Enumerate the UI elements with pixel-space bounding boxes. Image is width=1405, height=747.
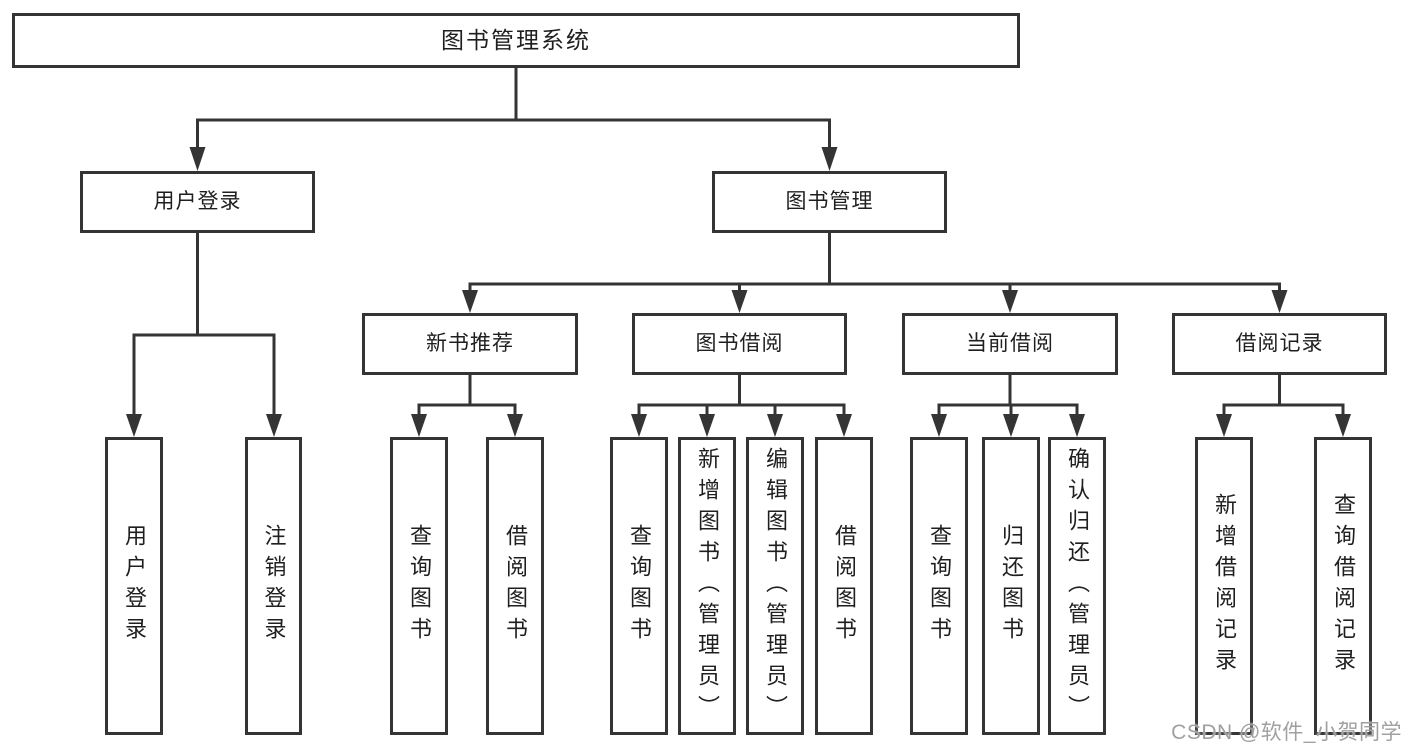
leaf-edit-books-admin: 编辑图书（管理员）: [746, 437, 804, 735]
leaf-return-books: 归还图书: [982, 437, 1040, 735]
leaf-logout: 注销登录: [245, 437, 302, 735]
leaf-query-books-recommend: 查询图书: [390, 437, 448, 735]
leaf-user-login: 用户登录: [105, 437, 163, 735]
node-root-library-management-system: 图书管理系统: [12, 13, 1020, 68]
leaf-query-borrow-record: 查询借阅记录: [1314, 437, 1372, 735]
leaf-add-borrow-record: 新增借阅记录: [1195, 437, 1253, 735]
leaf-query-books-borrow: 查询图书: [610, 437, 668, 735]
node-book-borrow: 图书借阅: [632, 313, 847, 375]
leaf-add-books-admin: 新增图书（管理员）: [678, 437, 736, 735]
node-new-book-recommend: 新书推荐: [362, 313, 578, 375]
node-current-borrow: 当前借阅: [902, 313, 1118, 375]
leaf-query-books-current: 查询图书: [910, 437, 968, 735]
watermark: CSDN @软件_小贺同学: [1171, 721, 1402, 744]
leaf-borrow-books-recommend: 借阅图书: [486, 437, 544, 735]
node-book-management: 图书管理: [712, 171, 947, 233]
leaf-confirm-return-admin: 确认归还（管理员）: [1048, 437, 1106, 735]
leaf-borrow-books: 借阅图书: [815, 437, 873, 735]
node-user-login: 用户登录: [80, 171, 315, 233]
node-borrow-records: 借阅记录: [1172, 313, 1387, 375]
